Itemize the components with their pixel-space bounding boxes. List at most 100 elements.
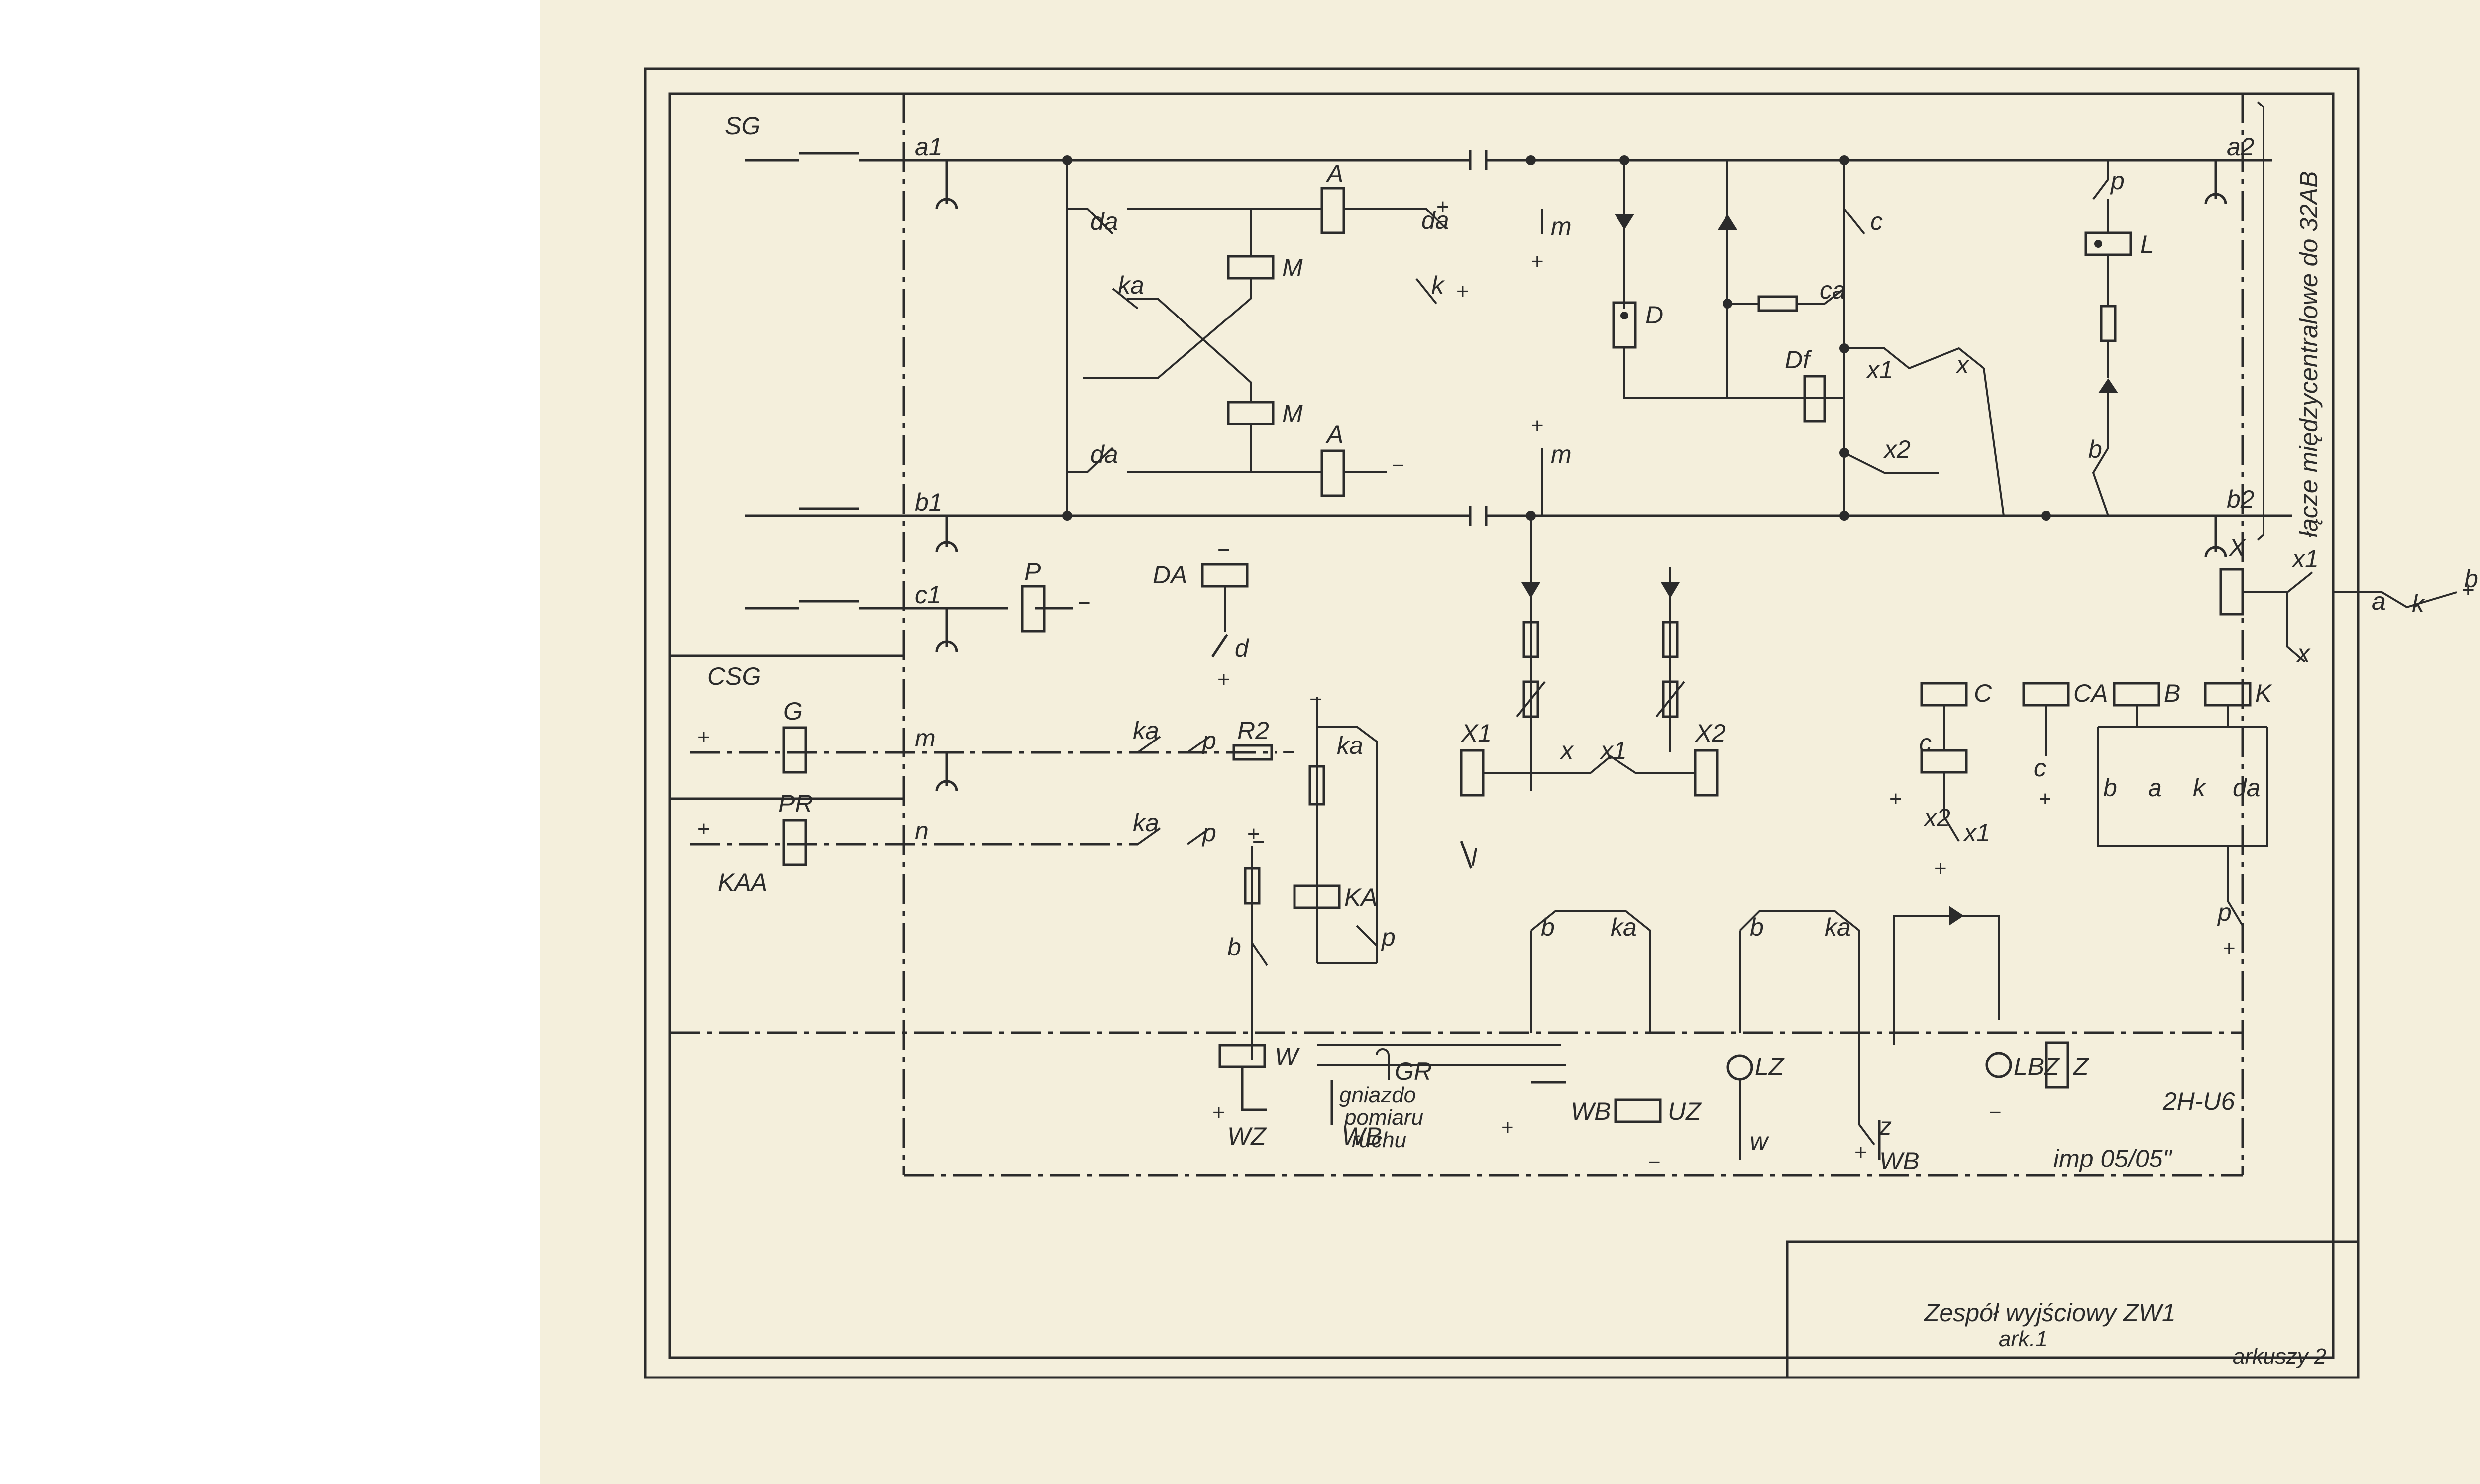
contact-x-chain — [2286, 592, 2306, 663]
relay-m-lower — [1227, 401, 1275, 425]
contact-b-l — [2092, 393, 2109, 516]
relay-g — [782, 726, 807, 774]
label-contact-da-2: da — [1090, 440, 1118, 468]
contact-p-m — [1186, 736, 1211, 753]
contact-x1-chain — [2243, 571, 2313, 593]
contact-k — [1415, 278, 1437, 305]
label-contact-p-5: p — [2217, 898, 2232, 926]
label-relay-m-lower: M — [1282, 400, 1303, 427]
label-contact-wz: WZ — [1227, 1122, 1267, 1150]
label-contact-k: k — [1431, 271, 1445, 299]
label-relay-da: DA — [1153, 561, 1187, 589]
relay-l — [2084, 231, 2132, 256]
sign-minus-8: − — [1648, 1150, 1661, 1174]
contact-x1-c — [1943, 772, 1960, 842]
contact-p-n — [1186, 827, 1211, 845]
timing-note: imp 05/05" — [2053, 1145, 2173, 1172]
socket-caption-3: ruchu — [1352, 1128, 1406, 1152]
contact-a-k-b-p — [2332, 591, 2457, 609]
sign-plus-8: + — [1934, 856, 1947, 881]
label-relay-w: W — [1275, 1043, 1300, 1070]
sheet-count: arkuszy 2 — [2233, 1344, 2326, 1369]
relay-x1 — [1460, 749, 1485, 797]
wire-lbz — [1893, 915, 2000, 1045]
label-contact-da-4: da — [2233, 774, 2261, 802]
drawing-sheet: SG CSG G PR KAA + + a1 b1 c1 m n a2 b2 A… — [540, 0, 2480, 1484]
label-contact-a-2: a — [2148, 774, 2162, 802]
label-contact-ka-1: ka — [1118, 271, 1144, 299]
contact-z — [1858, 1033, 1875, 1146]
title-block — [1786, 1240, 2360, 1379]
contact-p-ka — [1356, 925, 1378, 947]
relay-a-upper — [1320, 187, 1345, 234]
label-contact-w: w — [1750, 1127, 1769, 1155]
resistor-x2 — [1662, 621, 1679, 658]
label-csg: CSG — [707, 662, 761, 690]
label-contact-x1-2: x1 — [1600, 737, 1627, 764]
relay-da — [1201, 563, 1249, 588]
relay-pr — [782, 819, 807, 866]
label-relay-p: P — [1024, 558, 1041, 586]
wire-wb — [1317, 1044, 1566, 1066]
contact-p-a2 — [2092, 160, 2109, 200]
contact-matrix — [2097, 726, 2268, 847]
sign-plus-g: + — [697, 725, 710, 749]
sign-plus-3: + — [1531, 249, 1544, 274]
label-contact-d: d — [1235, 635, 1250, 662]
diode-d — [1615, 214, 1634, 230]
label-contact-p-4: p — [1381, 923, 1396, 951]
label-contact-x1-3: x1 — [2291, 545, 2319, 573]
varistor-x1 — [1522, 680, 1539, 718]
resistor-ca — [1757, 295, 1798, 312]
label-b1: b1 — [915, 488, 943, 516]
diode-x1 — [1521, 582, 1540, 598]
label-contact-k-3: k — [2193, 774, 2207, 802]
varistor-x2-slash — [1655, 681, 1685, 718]
label-contact-x2-2: x2 — [1923, 804, 1950, 832]
resistor-x1 — [1522, 621, 1539, 658]
label-relay-a-lower: A — [1325, 421, 1343, 448]
wire-d-out — [1623, 347, 1844, 399]
label-contact-p-1: p — [2110, 167, 2125, 195]
socket-a2 — [2204, 160, 2227, 205]
inner-frame — [668, 92, 2335, 1359]
label-relay-ca: CA — [2073, 679, 2108, 707]
resistor-ka — [1308, 765, 1325, 806]
label-relay-a-upper: A — [1325, 160, 1343, 188]
label-contact-ka-2: ka — [1133, 717, 1159, 744]
label-relay-df: Df — [1785, 346, 1812, 374]
relay-m-upper — [1227, 255, 1275, 280]
label-contact-p-3: p — [1201, 819, 1216, 847]
contact-ka-n — [1137, 827, 1161, 845]
label-relay-x2: X2 — [1695, 719, 1725, 747]
board-code: 2H-U6 — [2162, 1087, 2235, 1115]
label-contact-ka-4: ka — [1337, 732, 1363, 759]
label-n: n — [915, 817, 929, 845]
sign-plus-6: + — [1247, 822, 1260, 846]
diode-lbz — [1949, 906, 1964, 926]
label-contact-wb-z: WB — [1879, 1147, 1920, 1175]
label-contact-wb: WB — [1342, 1122, 1382, 1150]
sign-minus-4: − — [1282, 740, 1295, 764]
sign-minus-2: − — [1078, 591, 1091, 615]
sign-plus-10: + — [2039, 787, 2051, 811]
varistor-x2 — [1662, 680, 1679, 718]
label-contact-b-1: b — [2088, 435, 2102, 463]
label-contact-a: a — [2372, 587, 2386, 615]
sign-plus-4: + — [1531, 414, 1544, 438]
label-contact-b-6: b — [1750, 913, 1764, 941]
sign-plus-9: + — [1889, 787, 1902, 811]
sign-plus-14: + — [1854, 1140, 1867, 1165]
label-contact-l: l — [1471, 844, 1478, 871]
socket-c1 — [935, 608, 958, 652]
relay-z — [2045, 1041, 2069, 1089]
sign-minus-3: − — [1217, 538, 1230, 562]
side-note: łącze międzycentralowe do 32AB — [2295, 171, 2323, 538]
label-contact-c-2: c — [1919, 729, 1932, 757]
socket-m — [935, 752, 958, 792]
label-kaa: KAA — [718, 868, 767, 896]
label-contact-m-1: m — [1551, 212, 1572, 240]
label-contact-b-3: b — [2464, 565, 2478, 593]
label-contact-p-2: p — [1201, 727, 1216, 754]
sign-plus-11: + — [2223, 936, 2236, 960]
